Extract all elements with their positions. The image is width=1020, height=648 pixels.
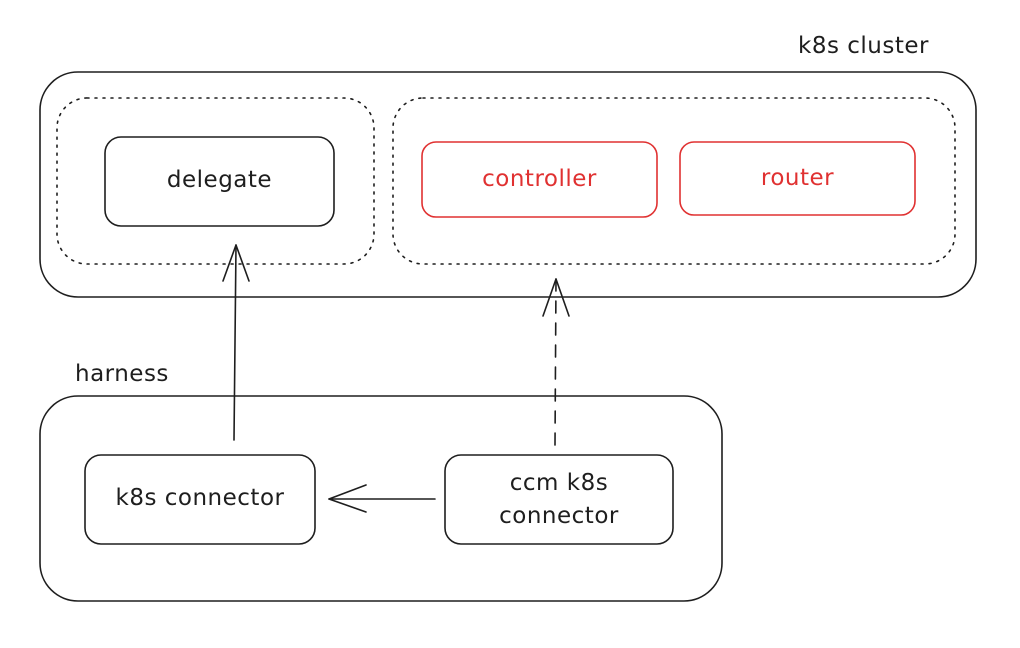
ccm-connector-node xyxy=(444,454,674,545)
ccm-connector-label-line1: ccm k8s xyxy=(509,470,609,496)
delegate-label: delegate xyxy=(166,167,273,193)
arrow-ccm-to-cluster-dashed xyxy=(542,278,570,446)
harness-container xyxy=(39,395,723,602)
controller-router-group-dotted xyxy=(392,97,956,265)
k8s-connector-label: k8s connector xyxy=(115,485,285,511)
k8s-cluster-label: k8s cluster xyxy=(798,33,929,59)
delegate-node xyxy=(104,136,335,227)
controller-label: controller xyxy=(482,166,597,192)
arrow-ccm-to-k8s-connector xyxy=(328,484,436,513)
router-node xyxy=(679,141,916,216)
k8s-connector-node xyxy=(84,454,316,545)
harness-label: harness xyxy=(75,361,169,387)
delegate-group-dotted xyxy=(56,97,375,265)
controller-node xyxy=(421,141,658,218)
k8s-cluster-container xyxy=(39,71,977,298)
arrow-k8s-connector-to-delegate xyxy=(222,244,250,441)
router-label: router xyxy=(760,165,835,191)
ccm-connector-label-line2: connector xyxy=(499,503,619,529)
